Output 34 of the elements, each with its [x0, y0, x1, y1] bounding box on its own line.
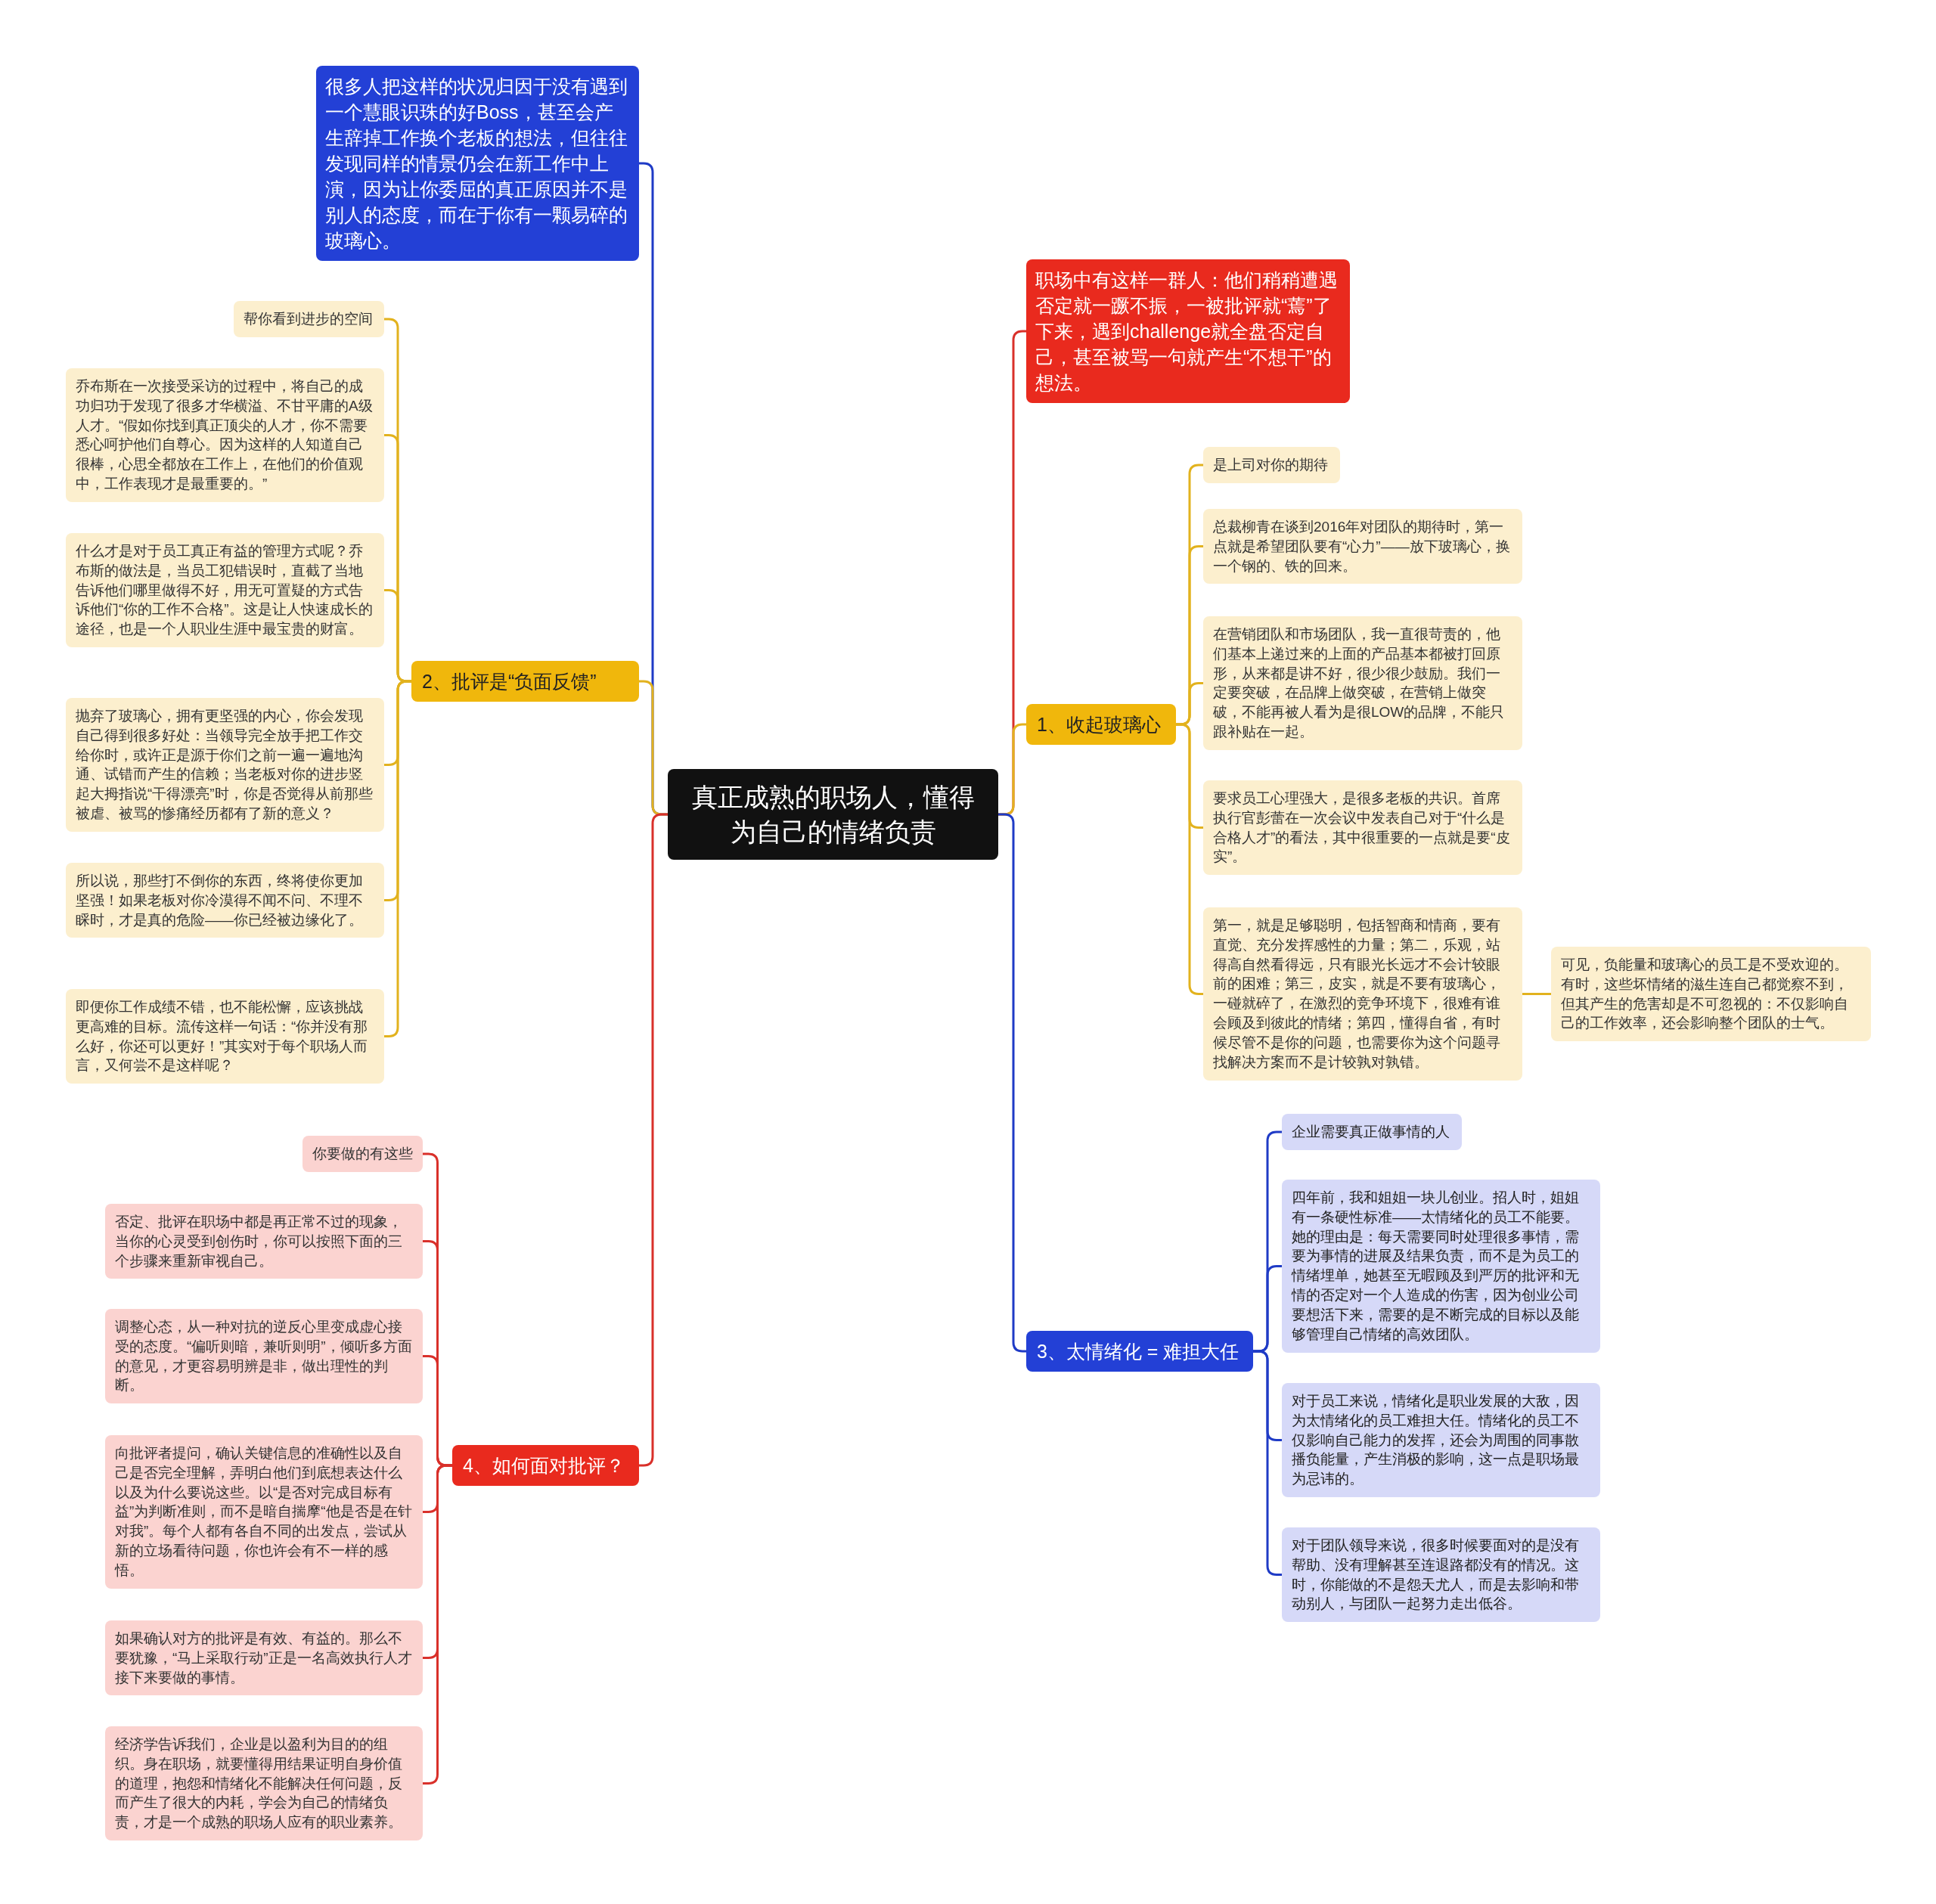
text-card: 乔布斯在一次接受采访的过程中，将自己的成功归功于发现了很多才华横溢、不甘平庸的A级人才。“假如你找到真正顶尖的人才，你不需要悉心呵护他们自尊心。因为这样的人知道自己很棒，心思全都放在工作上，在他们的价值观中，工作表现才是最重要的。” — [66, 368, 384, 502]
text-card: 四年前，我和姐姐一块儿创业。招人时，姐姐有一条硬性标准——太情绪化的员工不能要。她的理由是：每天需要同时处理很多事情，需要为事情的进展及结果负责，而不是为员工的情绪埋单，她甚至无暇顾及到严厉的批评和无情的否定对一个人造成的伤害，因为创业公司要想活下来，需要的是不断完成的目标以及能够管理自己情绪的高效团队。 — [1282, 1180, 1600, 1353]
topic-box: 4、如何面对批评？ — [452, 1445, 639, 1486]
subtopic-box: 帮你看到进步的空间 — [234, 301, 384, 337]
text-card: 如果确认对方的批评是有效、有益的。那么不要犹豫，“马上采取行动”正是一名高效执行人才接下来要做的事情。 — [105, 1620, 423, 1696]
text-card: 很多人把这样的状况归因于没有遇到一个慧眼识珠的好Boss，甚至会产生辞掉工作换个老板的想法，但往往发现同样的情景仍会在新工作中上演，因为让你委屈的真正原因并不是别人的态度，而在于你有一颗易碎的玻璃心。 — [316, 66, 639, 261]
text-card: 抛弃了玻璃心，拥有更坚强的内心，你会发现自己得到很多好处：当领导完全放手把工作交给你时，或许正是源于你们之前一遍一遍地沟通、试错而产生的信赖；当老板对你的进步竖起大拇指说“干得漂亮”时，你是否觉得从前那些被虐、被骂的惨痛经历都有了新的意义？ — [66, 698, 384, 832]
topic-box: 1、收起玻璃心 — [1026, 704, 1176, 745]
text-card: 职场中有这样一群人：他们稍稍遭遇否定就一蹶不振，一被批评就“蔫”了下来，遇到challenge就全盘否定自己，甚至被骂一句就产生“不想干”的想法。 — [1026, 259, 1350, 403]
text-card: 总裁柳青在谈到2016年对团队的期待时，第一点就是希望团队要有“心力”——放下玻璃心，换一个钢的、铁的回来。 — [1203, 509, 1522, 585]
text-card: 对于团队领导来说，很多时候要面对的是没有帮助、没有理解甚至连退路都没有的情况。这时，你能做的不是怨天尤人，而是去影响和带动别人，与团队一起努力走出低谷。 — [1282, 1527, 1600, 1623]
connector-line — [384, 680, 411, 1037]
text-card: 向批评者提问，确认关键信息的准确性以及自己是否完全理解，弄明白他们到底想表达什么以及为什么要说这些。以“是否对完成目标有益”为判断准则，而不是暗自揣摩“他是否是在针对我”。每个人都有各自不同的出发点，尝试从新的立场看待问题，你也许会有不一样的感悟。 — [105, 1435, 423, 1589]
connector-line — [423, 1464, 452, 1785]
text-card: 第一，就是足够聪明，包括智商和情商，要有直觉、充分发挥感性的力量；第二，乐观，站得高自然看得远，只有眼光长远才不会计较眼前的困难；第三，皮实，就是不要有玻璃心，一碰就碎了，在激烈的竞争环境下，很难有谁会顾及到彼此的情绪；第四，懂得自省，有时候尽管不是你的问题，也需要你为这个问题寻找解决方案而不是计较孰对孰错。 — [1203, 907, 1522, 1081]
text-card: 即便你工作成绩不错，也不能松懈，应该挑战更高难的目标。流传这样一句话：“你并没有那么好，你还可以更好！”其实对于每个职场人而言，又何尝不是这样呢？ — [66, 989, 384, 1084]
topic-box: 3、太情绪化 = 难担大任 — [1026, 1331, 1253, 1372]
root-node: 真正成熟的职场人，懂得为自己的情绪负责 — [668, 769, 998, 861]
connector-line — [1176, 723, 1203, 995]
subtopic-box: 企业需要真正做事情的人 — [1282, 1114, 1462, 1150]
subtopic-box: 是上司对你的期待 — [1203, 447, 1340, 483]
connector-line — [1522, 993, 1551, 995]
connector-line — [1253, 1350, 1282, 1576]
text-card: 否定、批评在职场中都是再正常不过的现象，当你的心灵受到创伤时，你可以按照下面的三个步骤来重新审视自己。 — [105, 1204, 423, 1279]
text-card: 在营销团队和市场团队，我一直很苛责的，他们基本上递过来的上面的产品基本都被打回原形，从来都是讲不好，很少很少鼓励。我们一定要突破，在品牌上做突破，在营销上做突破，不能再被人看为是很LOW的品牌，不能只跟补贴在一起。 — [1203, 616, 1522, 750]
text-card: 什么才是对于员工真正有益的管理方式呢？乔布斯的做法是，当员工犯错误时，直截了当地告诉他们哪里做得不好，用无可置疑的方式告诉他们“你的工作不合格”。这是让人快速成长的途径，也是一个人职业生涯中最宝贵的财富。 — [66, 533, 384, 648]
subtopic-box: 你要做的有这些 — [302, 1136, 423, 1172]
topic-box: 2、批评是“负面反馈” — [411, 661, 639, 702]
text-card: 要求员工心理强大，是很多老板的共识。首席执行官彭蕾在一次会议中发表自己对于“什么是合格人才”的看法，其中很重要的一点就是要“皮实”。 — [1203, 780, 1522, 876]
text-card: 调整心态，从一种对抗的逆反心里变成虚心接受的态度。“偏听则暗，兼听则明”，倾听多方面的意见，才更容易明辨是非，做出理性的判断。 — [105, 1309, 423, 1404]
text-card: 对于员工来说，情绪化是职业发展的大敌，因为太情绪化的员工难担大任。情绪化的员工不仅影响自己能力的发挥，还会为周围的同事散播负能量，产生消极的影响，这一点是职场最为忌讳的。 — [1282, 1383, 1600, 1498]
text-card: 经济学告诉我们，企业是以盈利为目的的组织。身在职场，就要懂得用结果证明自身价值的道理，抱怨和情绪化不能解决任何问题，反而产生了很大的内耗，学会为自己的情绪负责，才是一个成熟的职场人应有的职业素养。 — [105, 1726, 423, 1841]
text-card: 所以说，那些打不倒你的东西，终将使你更加坚强！如果老板对你冷漠得不闻不问、不理不睬时，才是真的危险——你已经被边缘化了。 — [66, 863, 384, 938]
text-card: 可见，负能量和玻璃心的员工是不受欢迎的。有时，这些坏情绪的滋生连自己都觉察不到，但其产生的危害却是不可忽视的：不仅影响自己的工作效率，还会影响整个团队的士气。 — [1551, 947, 1871, 1042]
